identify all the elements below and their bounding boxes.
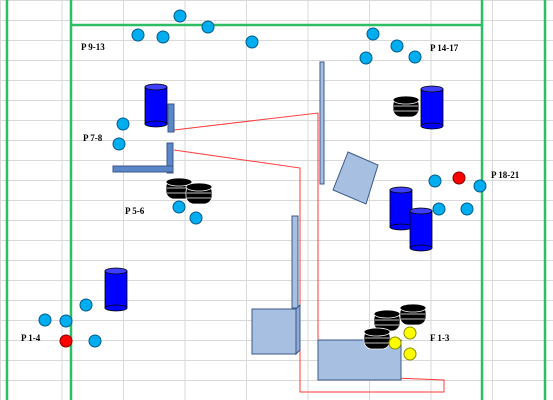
barriers: [112, 61, 402, 381]
red-marker: [59, 334, 73, 348]
player-marker: [79, 298, 93, 312]
player-marker: [390, 39, 404, 53]
l-barrier-left-vertical: [166, 142, 174, 174]
players: [38, 9, 487, 348]
player-marker: [473, 179, 487, 193]
tire-stack: [392, 95, 420, 118]
barrel: [409, 207, 433, 252]
tire-stack: [399, 303, 427, 326]
tire-stack: [165, 177, 193, 200]
player-marker: [116, 117, 130, 131]
l-barrier-left-horizontal: [112, 165, 174, 173]
field-lines: [5, 0, 547, 400]
tire-stack: [185, 182, 213, 205]
barrels: [104, 83, 444, 312]
player-marker: [366, 27, 380, 41]
player-marker: [131, 28, 145, 42]
barrel: [144, 83, 168, 128]
box-left: [251, 308, 297, 355]
tires: [165, 95, 427, 350]
player-marker: [173, 9, 187, 23]
player-marker: [359, 51, 373, 65]
player-marker: [88, 334, 102, 348]
tire-stack: [363, 327, 391, 350]
label-f1-3: F 1-3: [430, 333, 450, 343]
player-marker: [172, 200, 186, 214]
label-p14-17: P 14-17: [430, 43, 459, 53]
barrel: [104, 267, 128, 312]
barrel: [389, 186, 413, 231]
player-marker: [189, 211, 203, 225]
player-marker: [112, 137, 126, 151]
red-marker: [452, 171, 466, 185]
yellow-marker: [403, 347, 417, 361]
l-barrier-left-upper: [167, 103, 175, 133]
movement-path: [173, 112, 445, 393]
player-marker: [432, 202, 446, 216]
player-marker: [460, 202, 474, 216]
player-marker: [38, 313, 52, 327]
player-marker: [428, 174, 442, 188]
label-p18-21: P 18-21: [491, 170, 520, 180]
red-markers: [59, 171, 466, 348]
label-p7-8: P 7-8: [83, 133, 103, 143]
player-marker: [408, 50, 422, 64]
label-p1-4: P 1-4: [21, 333, 41, 343]
player-marker: [201, 20, 215, 34]
label-p5-6: P 5-6: [125, 206, 145, 216]
label-p9-13: P 9-13: [81, 42, 105, 52]
player-marker: [156, 30, 170, 44]
yellow-marker: [388, 336, 402, 350]
box-tilted: [332, 151, 379, 205]
box-left-side: [295, 303, 301, 356]
barrier-tall-center: [319, 61, 325, 185]
player-marker: [59, 314, 73, 328]
barrel: [420, 85, 444, 130]
player-marker: [245, 35, 259, 49]
barrier-lower-center: [291, 215, 299, 309]
yellow-marker: [403, 326, 417, 340]
yellow-markers: [388, 326, 417, 361]
